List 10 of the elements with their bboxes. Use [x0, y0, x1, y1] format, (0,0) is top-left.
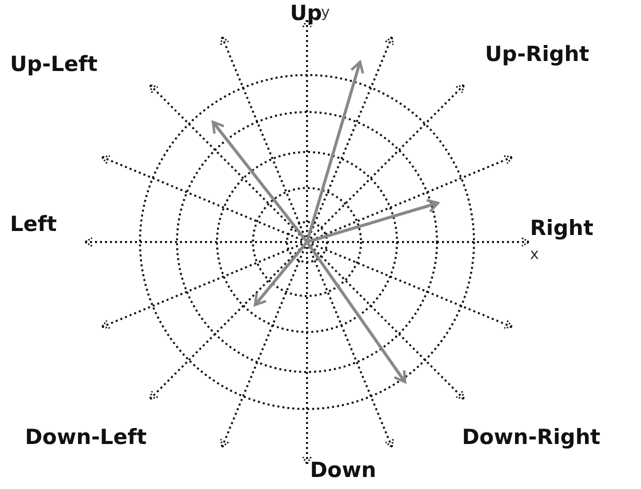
direction-label: Down-Right: [462, 427, 600, 448]
axis-label: y: [321, 5, 330, 20]
direction-label: Up: [290, 3, 322, 24]
direction-label: Up-Left: [10, 54, 98, 75]
direction-label: Up-Right: [485, 44, 590, 65]
direction-label: Down-Left: [25, 427, 147, 448]
axis-label: x: [530, 247, 539, 262]
direction-label: Down: [310, 460, 376, 481]
direction-label: Left: [10, 214, 57, 235]
direction-label: Right: [530, 218, 594, 239]
